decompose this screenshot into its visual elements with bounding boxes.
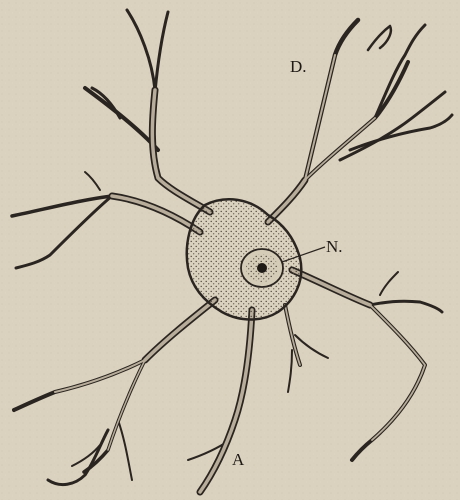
axon-label: A [232,450,245,469]
nucleus [241,249,283,287]
nucleolus [257,263,267,273]
dendrite-label: D. [290,57,307,76]
nucleus-label: N. [326,237,343,256]
